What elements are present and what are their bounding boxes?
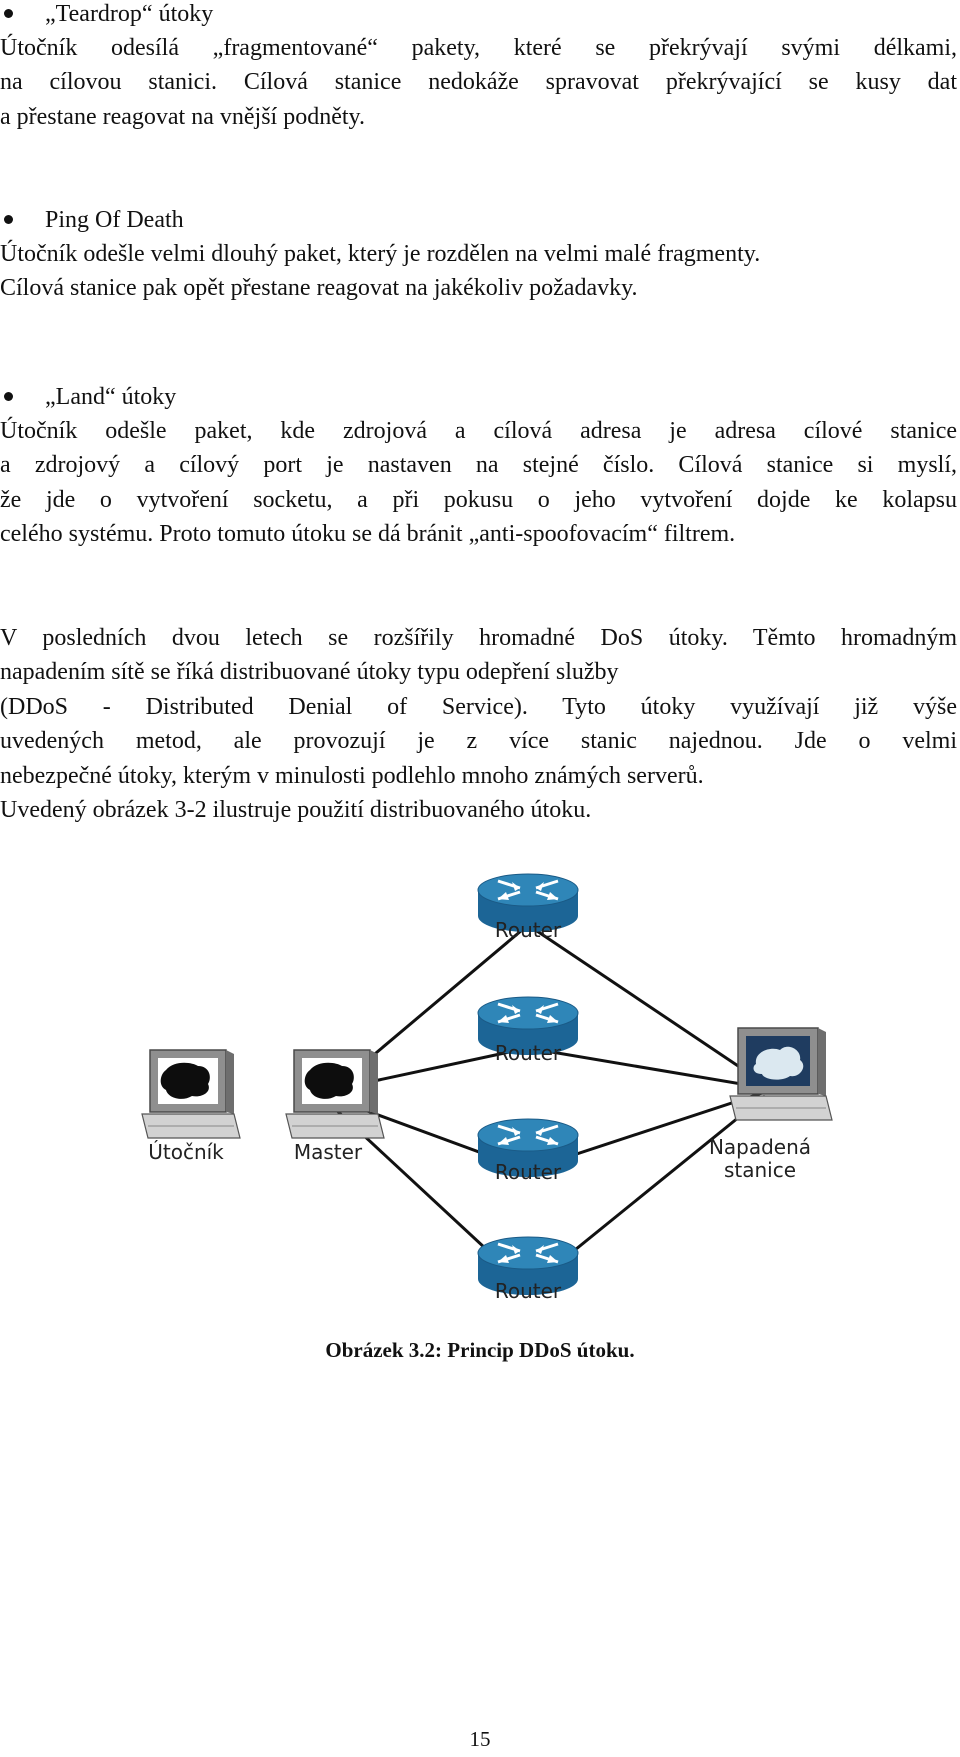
text-line: Útočník odesílá „fragmentované“ pakety, … <box>0 35 957 61</box>
text-line: Uvedený obrázek 3-2 ilustruje použití di… <box>0 797 592 824</box>
link-router1-victim <box>527 923 766 1086</box>
text-line: celého systému. Proto tomuto útoku se dá… <box>0 521 736 548</box>
victim-label: stanice <box>724 1158 796 1182</box>
text-line: a přestane reagovat na vnější podněty. <box>0 103 365 130</box>
text-line: uvedených metod, ale provozují je z více… <box>0 728 957 755</box>
victim-computer-icon <box>729 1027 833 1121</box>
text-line: Útočník odešle velmi dlouhý paket, který… <box>0 241 761 267</box>
paragraph-ping-of-death: Útočník odešle velmi dlouhý paket, který… <box>0 237 957 306</box>
text-line: a zdrojový a cílový port je nastaven na … <box>0 452 957 479</box>
text-line: na cílovou stanici. Cílová stanice nedok… <box>0 69 957 96</box>
paragraph-teardrop: Útočník odesílá „fragmentované“ pakety, … <box>0 31 957 134</box>
router-label: Router <box>495 918 562 942</box>
bullet-dot <box>4 215 13 224</box>
text-line: že jde o vytvoření socketu, a při pokusu… <box>0 486 957 513</box>
bullet-dot <box>4 392 13 401</box>
victim-label: Napadená <box>709 1135 811 1159</box>
bullet-heading: „Land“ útoky <box>45 384 177 410</box>
link-router2-victim <box>527 1046 766 1090</box>
bullet-heading: „Teardrop“ útoky <box>45 1 214 27</box>
paragraph-land: Útočník odešle paket, kde zdrojová a cíl… <box>0 414 957 552</box>
attacker-computer-icon <box>141 1049 241 1139</box>
page-number: 15 <box>469 1727 491 1751</box>
text-line: napadením sítě se říká distribuované úto… <box>0 659 619 686</box>
bullet-dot <box>4 9 13 18</box>
network-links <box>330 923 766 1290</box>
router-label: Router <box>495 1160 562 1184</box>
text-line: Útočník odešle paket, kde zdrojová a cíl… <box>0 418 957 444</box>
attacker-label: Útočník <box>148 1140 224 1164</box>
bullet-heading: Ping Of Death <box>45 207 184 233</box>
router-label: Router <box>495 1279 562 1303</box>
text-line: (DDoS - Distributed Denial of Service). … <box>0 693 957 720</box>
master-computer-icon <box>285 1049 385 1139</box>
text-line: V posledních dvou letech se rozšířily hr… <box>0 625 957 651</box>
figure-caption: Obrázek 3.2: Princip DDoS útoku. <box>325 1338 635 1362</box>
master-label: Master <box>294 1140 363 1164</box>
text-line: nebezpečné útoky, kterým v minulosti pod… <box>0 762 704 789</box>
router-label: Router <box>495 1041 562 1065</box>
paragraph-ddos: V posledních dvou letech se rozšířily hr… <box>0 621 957 827</box>
ddos-diagram: Router Router Router Router Útočník Mast… <box>0 848 960 1328</box>
text-line: Cílová stanice pak opět přestane reagova… <box>0 275 638 302</box>
